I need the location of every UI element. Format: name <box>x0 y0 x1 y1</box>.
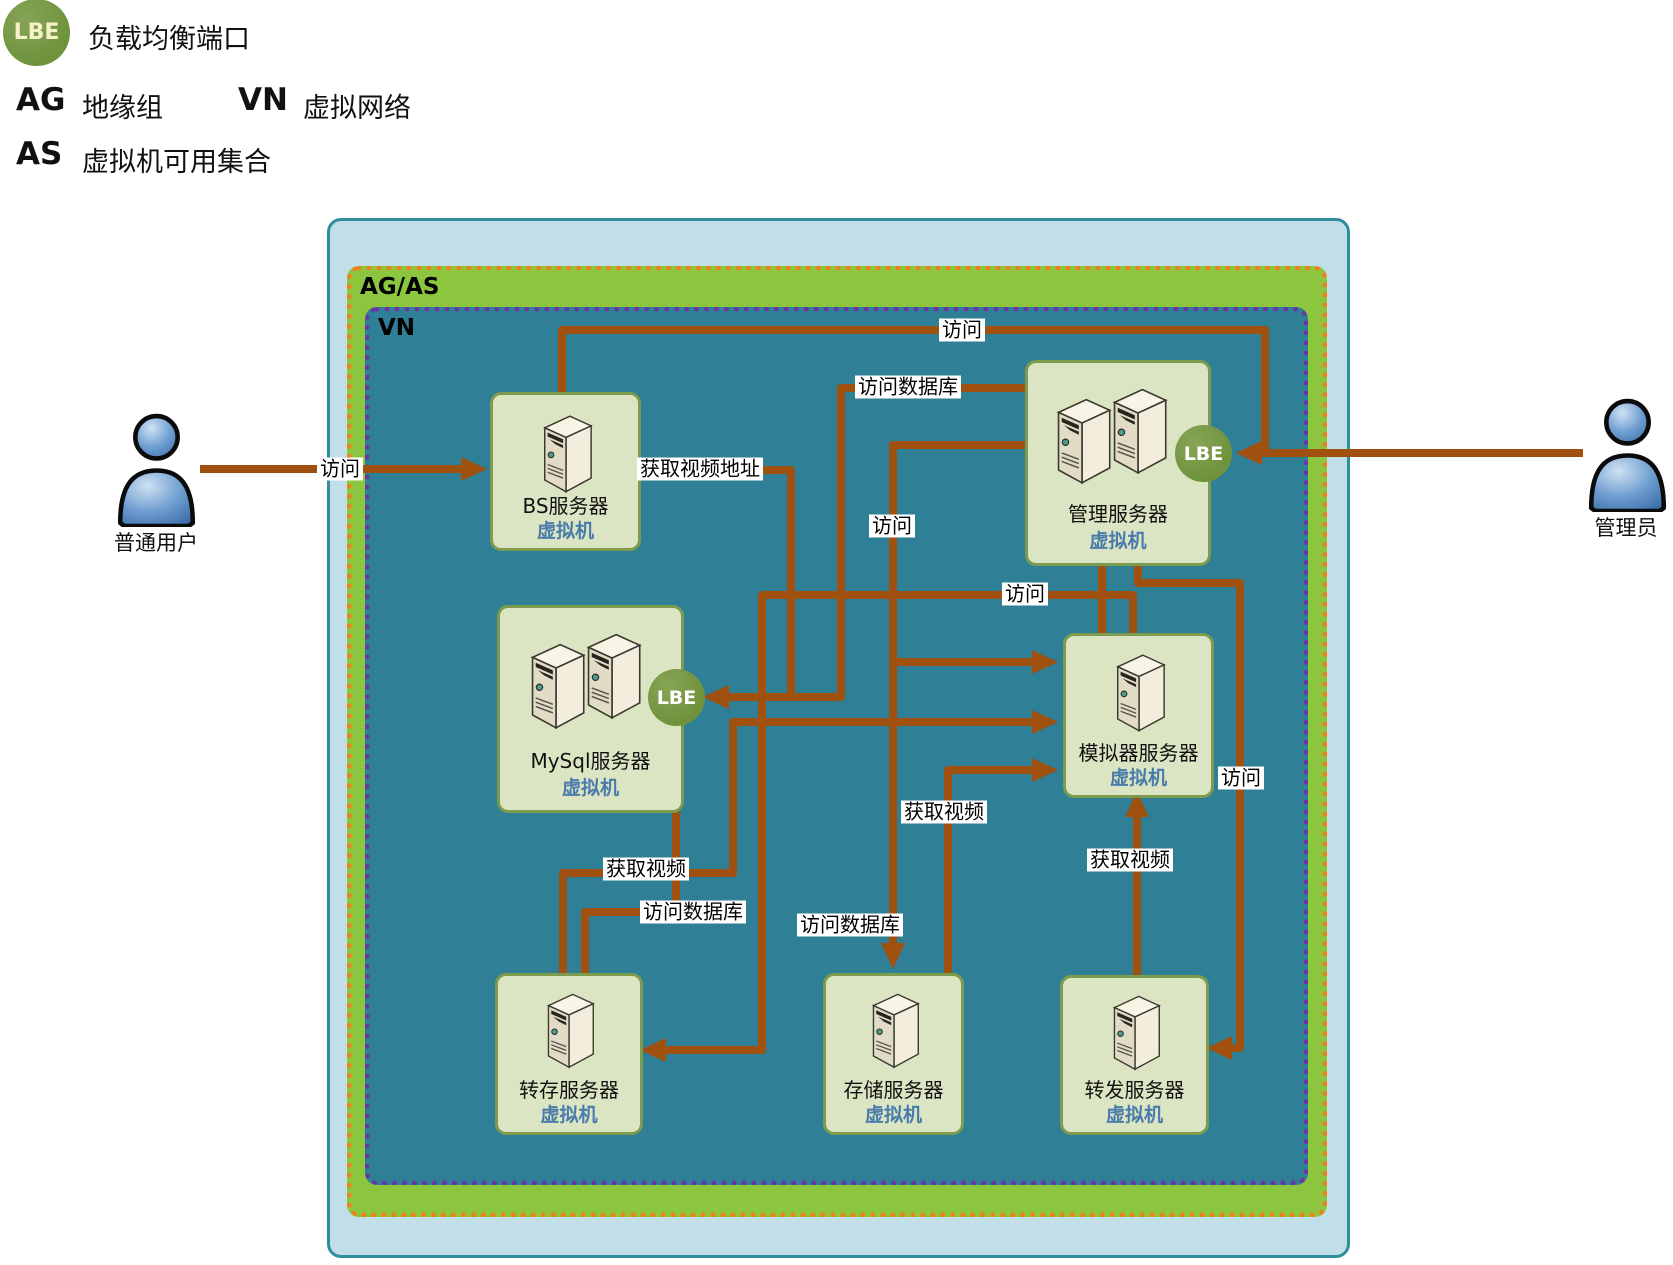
node-dump-server: 转存服务器 虚拟机 <box>495 973 643 1135</box>
edge-label-get-video-store: 获取视频 <box>901 800 987 824</box>
mysql-lbe-port: LBE <box>648 669 705 726</box>
server-icon <box>544 415 592 493</box>
lbe-badge: LBE <box>656 686 697 709</box>
vm-label: 虚拟机 <box>864 1104 922 1126</box>
server-icon <box>587 633 641 719</box>
agas-zone-label: AG/AS <box>360 274 440 300</box>
lbe-badge: LBE <box>1183 442 1224 465</box>
edge-label-visit-sim: 访问 <box>1002 582 1048 606</box>
edge-label-visit-mid: 访问 <box>869 514 915 538</box>
node-storage-server: 存储服务器 虚拟机 <box>823 973 964 1135</box>
ag-label: 地缘组 <box>82 93 163 124</box>
node-forward-server: 转发服务器 虚拟机 <box>1060 975 1209 1135</box>
normal-user-label: 普通用户 <box>114 531 198 555</box>
vm-label: 虚拟机 <box>536 520 594 542</box>
node-name: 转存服务器 <box>519 1078 619 1102</box>
vn-abbr: VN <box>238 82 288 118</box>
edge-label-get-video-url: 获取视频地址 <box>637 457 763 481</box>
vm-label: 虚拟机 <box>1105 1104 1163 1126</box>
lbe-legend-badge: LBE <box>13 20 60 45</box>
ag-abbr: AG <box>16 82 66 118</box>
node-name: 存储服务器 <box>843 1078 944 1102</box>
mgmt-lbe-port: LBE <box>1175 425 1232 482</box>
server-icon <box>1057 398 1111 484</box>
edge-label-visit-top: 访问 <box>939 318 985 342</box>
edge-label-get-video-forward: 获取视频 <box>1087 848 1173 872</box>
node-bs-server: BS服务器 虚拟机 <box>490 392 641 551</box>
edge-label-visit-forward: 访问 <box>1218 766 1264 790</box>
edge-label-visit-user-bs: 访问 <box>317 457 363 481</box>
node-name: 转发服务器 <box>1084 1078 1185 1102</box>
edge-label-access-db-3: 访问数据库 <box>797 913 903 937</box>
node-name: 管理服务器 <box>1068 502 1168 526</box>
lbe-legend-icon: LBE <box>3 0 70 66</box>
vm-label: 虚拟机 <box>1089 530 1147 552</box>
server-icon <box>531 643 585 729</box>
server-icon <box>1113 995 1160 1070</box>
vm-label: 虚拟机 <box>1109 767 1167 789</box>
edge-label-access-db-1: 访问数据库 <box>855 375 961 399</box>
admin-user-icon <box>1581 393 1673 512</box>
vn-zone-label: VN <box>378 315 416 341</box>
as-abbr: AS <box>16 136 63 172</box>
vn-label: 虚拟网络 <box>303 93 411 124</box>
node-name: MySql服务器 <box>530 749 651 773</box>
admin-user-label: 管理员 <box>1594 516 1658 540</box>
node-name: BS服务器 <box>522 494 609 518</box>
edge-label-get-video-dump: 获取视频 <box>603 857 689 881</box>
server-icon <box>872 993 919 1068</box>
server-icon <box>1117 654 1165 732</box>
as-label: 虚拟机可用集合 <box>82 147 271 178</box>
edge-label-access-db-2: 访问数据库 <box>640 900 746 924</box>
server-icon <box>1113 388 1167 474</box>
server-icon <box>547 993 594 1068</box>
vm-label: 虚拟机 <box>540 1104 598 1126</box>
vm-label: 虚拟机 <box>561 777 619 799</box>
node-simulator-server: 模拟器服务器 虚拟机 <box>1063 633 1214 798</box>
node-name: 模拟器服务器 <box>1078 741 1199 765</box>
normal-user-icon <box>110 408 203 527</box>
lbe-legend-label: 负载均衡端口 <box>88 24 250 55</box>
